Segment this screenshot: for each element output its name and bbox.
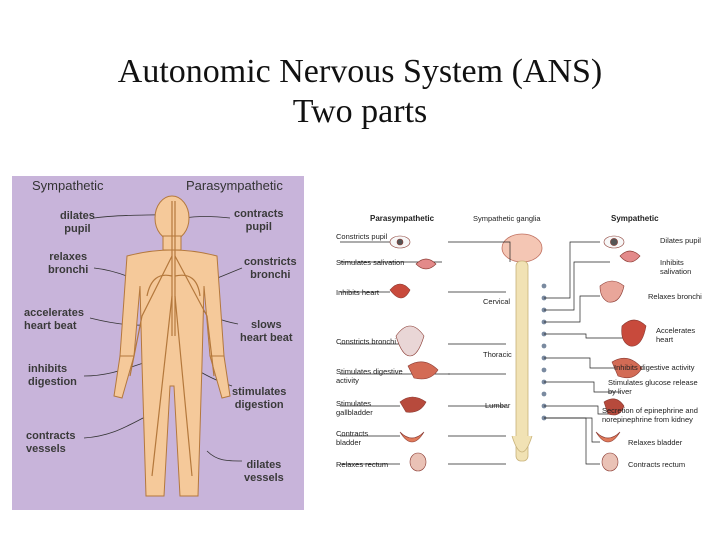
label-line: accelerates — [24, 307, 84, 319]
effect-inhibits-digestive-activity: Inhibits digestive activity — [614, 363, 695, 372]
human-figure-illustration — [83, 195, 243, 497]
label-line: vessels — [244, 472, 284, 484]
right-sympathetic-header: Sympathetic — [611, 214, 659, 223]
label-line: contracts — [234, 208, 284, 220]
label-line: vessels — [26, 443, 66, 455]
label-contracts-pupil: contracts pupil — [234, 208, 284, 234]
label-line: slows — [251, 319, 282, 331]
label-line: stimulates — [232, 386, 287, 398]
effect-secretion-epinephrine: Secretion of epinephrine and norepinephr… — [602, 406, 698, 424]
spinal-cord-organ-illustration — [340, 233, 647, 472]
label-line: bronchi — [48, 264, 89, 276]
slide-title: Autonomic Nervous System (ANS) Two parts — [0, 52, 720, 132]
label-line: contracts — [26, 430, 76, 442]
slide-title-line-2: Two parts — [292, 93, 428, 130]
label-line: constricts — [244, 256, 297, 268]
effect-relaxes-bladder: Relaxes bladder — [628, 438, 683, 447]
label-line: dilates — [246, 459, 282, 471]
effect-constricts-pupil: Constricts pupil — [336, 232, 388, 241]
effect-contracts-bladder: Contracts bladder — [336, 429, 369, 447]
right-diagram: Parasympathetic Sympathetic ganglia Symp… — [330, 206, 710, 481]
label-contracts-vessels: contracts vessels — [26, 430, 76, 456]
label-line: pupil — [64, 223, 91, 235]
label-line: heart beat — [24, 320, 77, 332]
effect-accelerates-heart: Accelerates heart — [656, 326, 696, 344]
effect-inhibits-salivation: Inhibits salivation — [660, 258, 692, 276]
effect-constricts-bronchi: Constricts bronchi — [336, 337, 397, 346]
label-constricts-bronchi: constricts bronchi — [244, 256, 297, 282]
effect-relaxes-rectum: Relaxes rectum — [336, 460, 389, 469]
label-relaxes-bronchi: relaxes bronchi — [48, 251, 88, 277]
label-dilates-pupil: dilates pupil — [60, 210, 95, 236]
label-line: heart beat — [240, 332, 293, 344]
effect-inhibits-heart: Inhibits heart — [336, 288, 379, 297]
region-lumbar: Lumbar — [485, 401, 511, 410]
region-cervical: Cervical — [483, 297, 511, 306]
sympathetic-ganglia-header: Sympathetic ganglia — [473, 214, 541, 223]
parasympathetic-header: Parasympathetic — [186, 178, 283, 193]
sympathetic-header: Sympathetic — [32, 178, 104, 193]
label-line: digestion — [234, 399, 284, 411]
effect-relaxes-bronchi: Relaxes bronchi — [648, 292, 702, 301]
effect-stimulates-salivation: Stimulates salivation — [336, 258, 405, 267]
label-line: dilates — [60, 210, 95, 222]
label-dilates-vessels: dilates vessels — [244, 459, 284, 485]
slide-title-line-1: Autonomic Nervous System (ANS) — [117, 53, 603, 90]
effect-stimulates-digestive-activity: Stimulates digestive activity — [336, 367, 403, 385]
label-accelerates-heart-beat: accelerates heart beat — [24, 307, 84, 333]
label-line: relaxes — [49, 251, 88, 263]
label-line: pupil — [245, 221, 272, 233]
effect-stimulates-glucose-release: Stimulates glucose release by liver — [608, 378, 698, 396]
label-line: bronchi — [250, 269, 291, 281]
effect-dilates-pupil: Dilates pupil — [660, 236, 701, 245]
effect-stimulates-gallbladder: Stimulates gallbladder — [336, 399, 373, 417]
right-parasympathetic-header: Parasympathetic — [370, 214, 435, 223]
label-line: inhibits — [28, 363, 68, 375]
label-stimulates-digestion: stimulates digestion — [232, 386, 286, 412]
region-thoracic: Thoracic — [483, 350, 512, 359]
label-inhibits-digestion: inhibits digestion — [28, 363, 77, 389]
effect-contracts-rectum: Contracts rectum — [628, 460, 686, 469]
label-line: digestion — [28, 376, 77, 388]
left-diagram-panel: Sympathetic Parasympathetic dilates pupi… — [12, 176, 304, 510]
label-slows-heart-beat: slows heart beat — [240, 319, 293, 345]
